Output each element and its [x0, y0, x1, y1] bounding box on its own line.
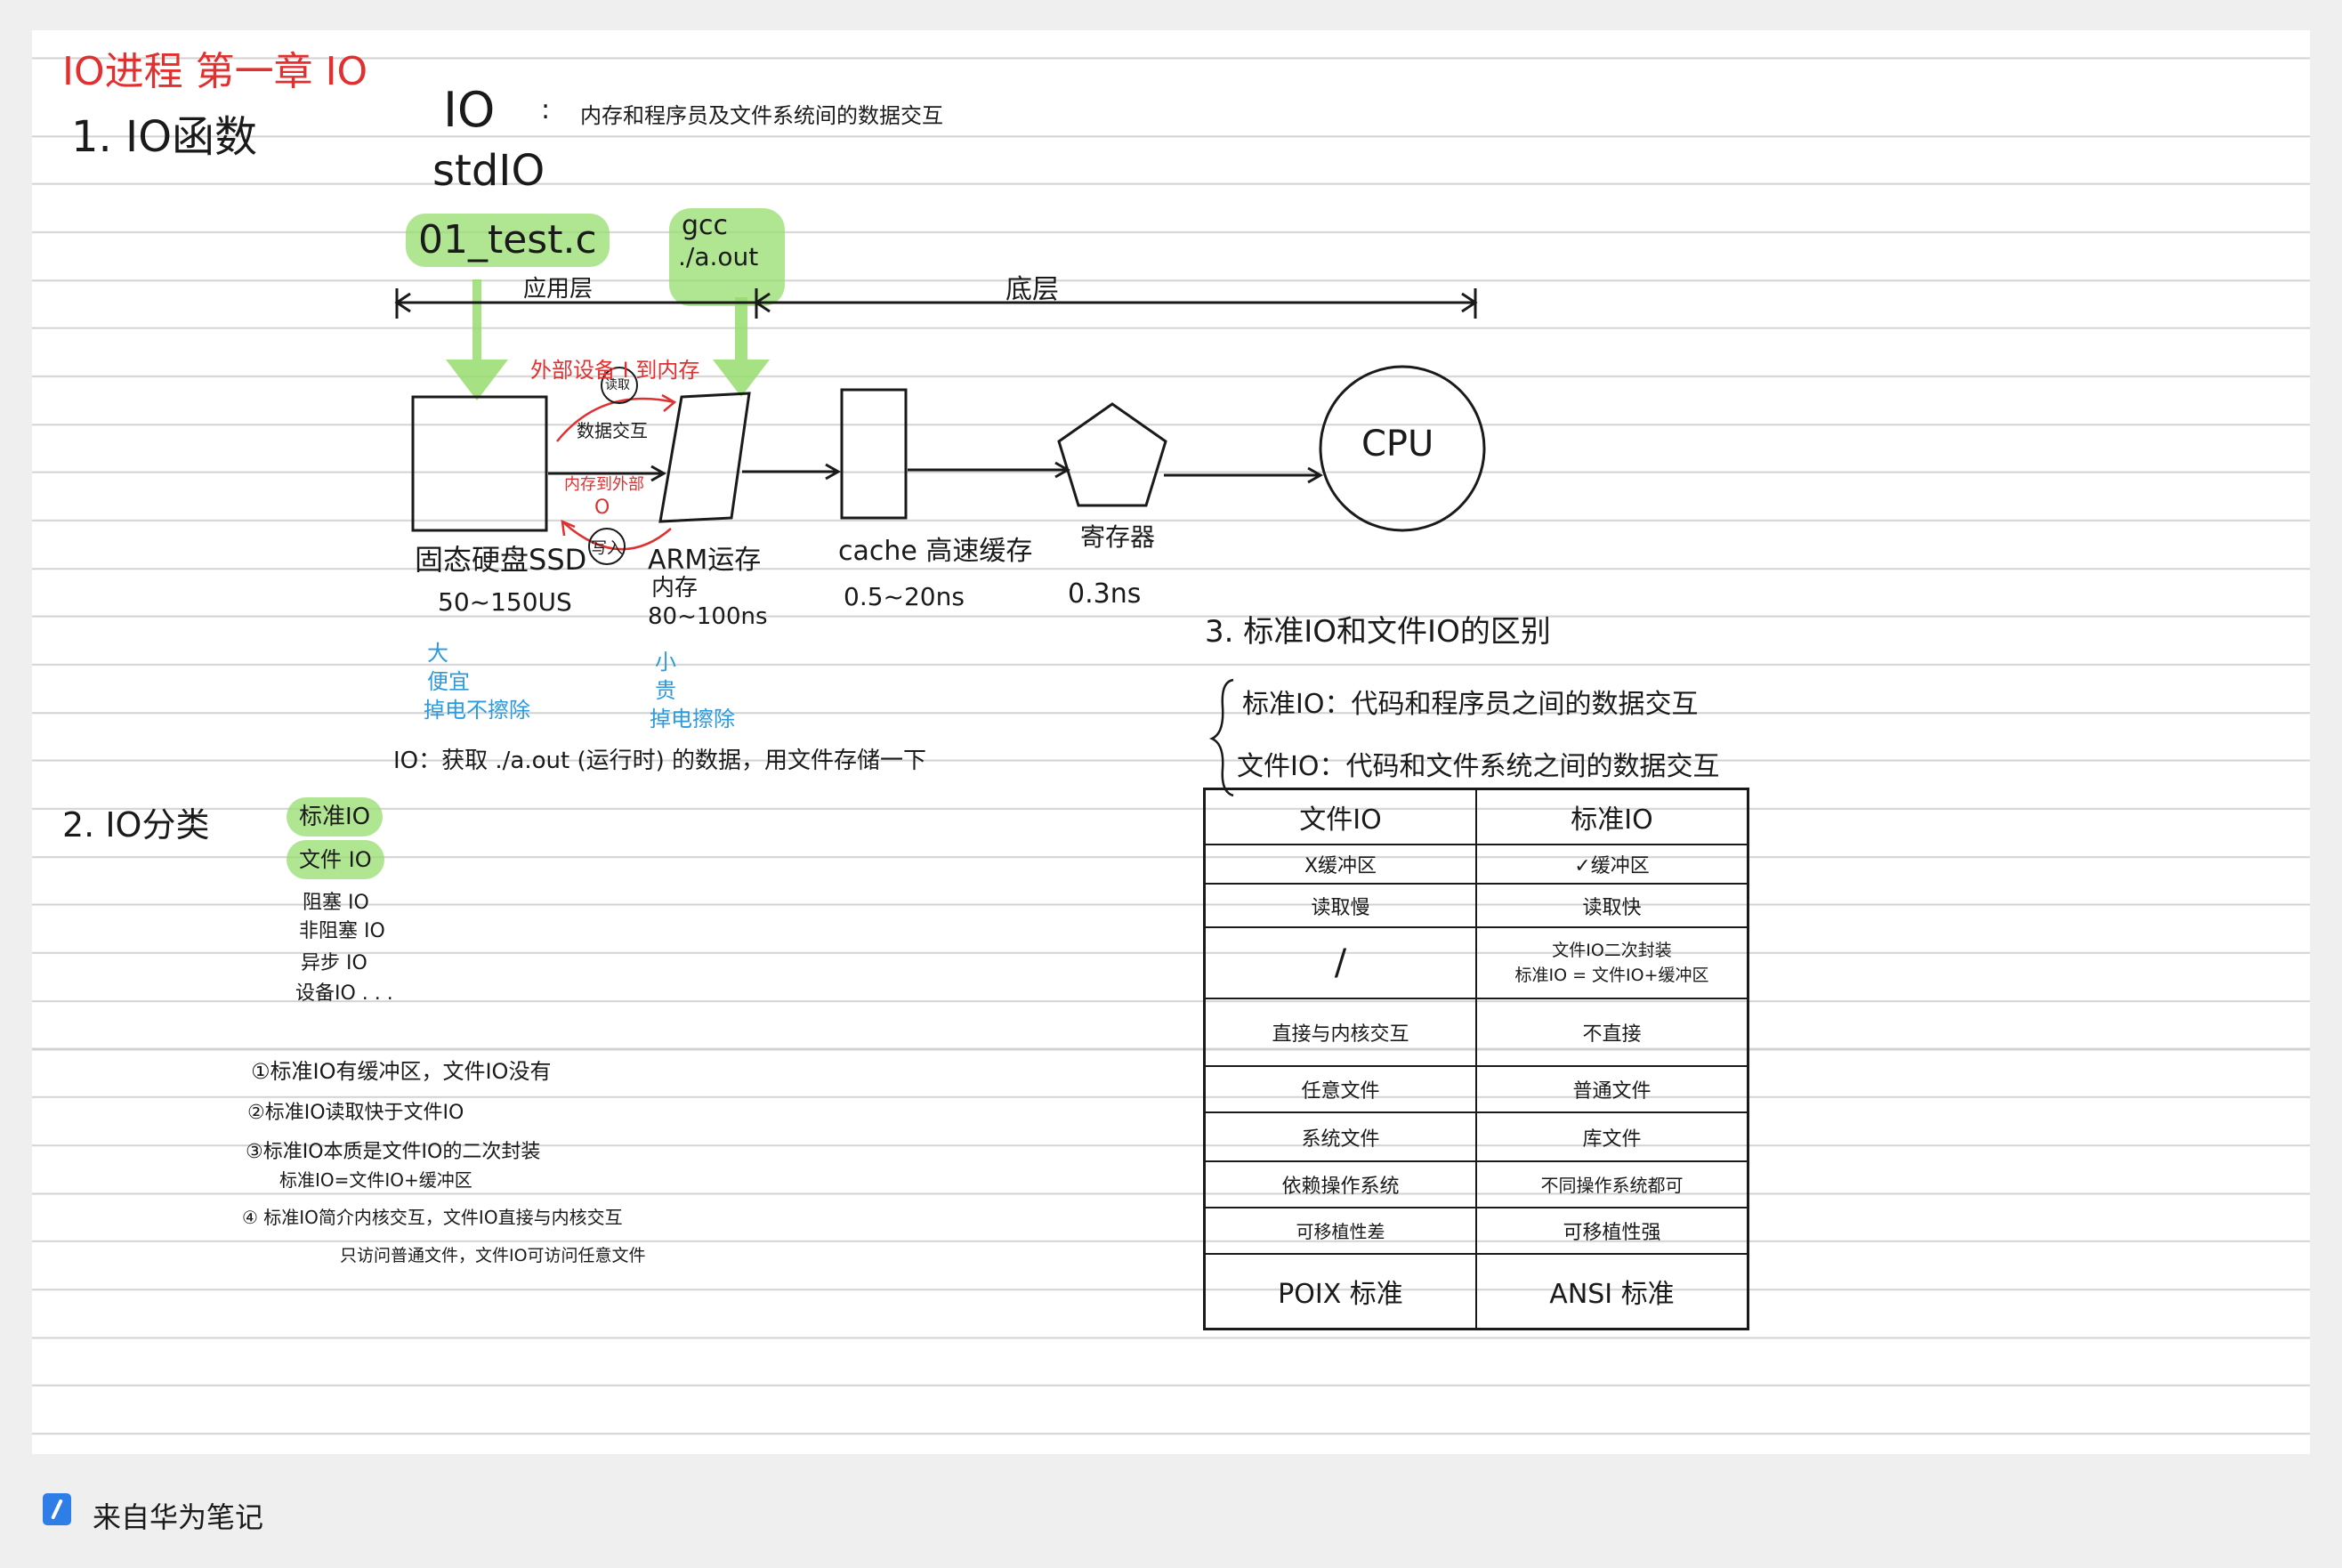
- stdio-label: stdIO: [432, 146, 545, 196]
- table-cell: 读取慢: [1203, 883, 1477, 928]
- table-cell: X缓冲区: [1203, 844, 1477, 885]
- s3-line-1: 标准IO：代码和程序员之间的数据交互: [1242, 689, 1699, 720]
- source-file-label: 01_test.c: [406, 214, 610, 267]
- table-cell: 可移植性差: [1203, 1206, 1477, 1256]
- brace: [1208, 678, 1234, 797]
- category-nonblocking-io: 非阻塞 IO: [299, 920, 385, 942]
- mem-to-ext-label: 内存到外部: [564, 475, 644, 494]
- category-file-io: 文件 IO: [287, 840, 384, 879]
- green-arrow-right: [713, 297, 770, 397]
- arm-prop-3: 掉电擦除: [650, 707, 735, 731]
- arm-speed: 80~100ns: [648, 603, 768, 630]
- table-cell: POIX 标准: [1203, 1253, 1477, 1330]
- app-layer-label: 应用层: [523, 276, 594, 303]
- note-page: IO进程 第一章 IO 1. IO函数 IO : 内存和程序员及文件系统间的数据…: [32, 30, 2310, 1454]
- read-circle-label: 读取: [605, 378, 630, 392]
- point-1: ①标准IO有缓冲区，文件IO没有: [251, 1059, 552, 1084]
- category-async-io: 异步 IO: [301, 952, 367, 974]
- green-arrow-left: [446, 279, 508, 400]
- table-cell: ANSI 标准: [1475, 1253, 1749, 1330]
- io-definition: 内存和程序员及文件系统间的数据交互: [580, 103, 943, 128]
- io-colon: :: [541, 94, 551, 125]
- arm-prop-2: 贵: [655, 678, 676, 703]
- ssd-label: 固态硬盘SSD: [415, 543, 587, 577]
- memory-hierarchy-diagram: [394, 279, 1486, 797]
- point-4: ④ 标准IO简介内核交互，文件IO直接与内核交互: [242, 1207, 623, 1228]
- table-cell: 系统文件: [1203, 1111, 1477, 1162]
- table-cell: 可移植性强: [1475, 1206, 1749, 1256]
- table-cell: 普通文件: [1475, 1065, 1749, 1114]
- table-cell: 不同操作系统都可: [1475, 1160, 1749, 1208]
- ext-to-mem-label: 外部设备 I 到内存: [530, 358, 700, 383]
- table-cell: 文件IO二次封装 标准IO = 文件IO+缓冲区: [1475, 925, 1749, 999]
- point-3-sub: 标准IO=文件IO+缓冲区: [279, 1169, 472, 1191]
- point-2: ②标准IO读取快于文件IO: [247, 1102, 464, 1124]
- register-label: 寄存器: [1080, 522, 1156, 552]
- o-letter: O: [594, 497, 610, 519]
- s3-line-2: 文件IO：代码和文件系统之间的数据交互: [1237, 751, 1720, 782]
- table-cell: 依赖操作系统: [1203, 1160, 1477, 1208]
- table-header-standard-io: 标准IO: [1475, 788, 1749, 846]
- ssd-prop-1: 大: [427, 641, 448, 666]
- section1-heading: 1. IO函数: [71, 112, 257, 162]
- section2-heading: 2. IO分类: [62, 805, 210, 845]
- arm-prop-1: 小: [655, 650, 676, 675]
- cache-speed: 0.5~20ns: [844, 582, 965, 611]
- ssd-box: [411, 395, 548, 532]
- ssd-prop-2: 便宜: [427, 669, 470, 694]
- cpu-circle: [1319, 365, 1486, 532]
- register-pentagon: [1057, 402, 1167, 507]
- note-title: IO进程 第一章 IO: [62, 49, 368, 94]
- cache-box: [840, 388, 908, 520]
- table-cell: 库文件: [1475, 1111, 1749, 1162]
- table-cell: 直接与内核交互: [1203, 997, 1477, 1068]
- huawei-notes-icon: [43, 1493, 71, 1525]
- gcc-label: gcc: [682, 210, 729, 241]
- ram-box: [658, 392, 751, 523]
- write-curve: [561, 521, 672, 551]
- table-cell: ✓缓冲区: [1475, 844, 1749, 885]
- category-device-io: 设备IO . . .: [295, 982, 393, 1005]
- read-curve: [556, 397, 675, 442]
- aout-label: ./a.out: [678, 242, 759, 271]
- category-blocking-io: 阻塞 IO: [303, 892, 369, 914]
- arm-label-2: 内存: [651, 575, 699, 602]
- ssd-speed: 50~150US: [438, 587, 572, 617]
- table-cell: 不直接: [1475, 997, 1749, 1068]
- bottom-layer-label: 底层: [1005, 274, 1059, 305]
- register-speed: 0.3ns: [1068, 578, 1142, 610]
- table-cell: 任意文件: [1203, 1065, 1477, 1114]
- gcc-highlight: [669, 208, 785, 306]
- section3-heading: 3. 标准IO和文件IO的区别: [1205, 614, 1551, 650]
- write-circle-label: 写入: [591, 539, 623, 558]
- data-exchange-label: 数据交互: [577, 420, 648, 441]
- cpu-label: CPU: [1361, 424, 1434, 465]
- ssd-prop-3: 掉电不擦除: [424, 698, 530, 723]
- table-cell: 读取快: [1475, 883, 1749, 928]
- category-standard-io: 标准IO: [287, 797, 384, 837]
- cache-label: cache 高速缓存: [838, 536, 1033, 567]
- point-4-sub: 只访问普通文件，文件IO可访问任意文件: [340, 1246, 646, 1265]
- point-3: ③标准IO本质是文件IO的二次封装: [246, 1141, 541, 1163]
- table-cell: /: [1203, 925, 1477, 999]
- arm-label: ARM运存: [648, 545, 762, 576]
- footer-app-name: 来自华为笔记: [93, 1500, 264, 1534]
- table-header-file-io: 文件IO: [1203, 788, 1477, 846]
- io-word: IO: [443, 82, 496, 138]
- io-get-note: IO：获取 ./a.out (运行时) 的数据，用文件存储一下: [393, 748, 927, 774]
